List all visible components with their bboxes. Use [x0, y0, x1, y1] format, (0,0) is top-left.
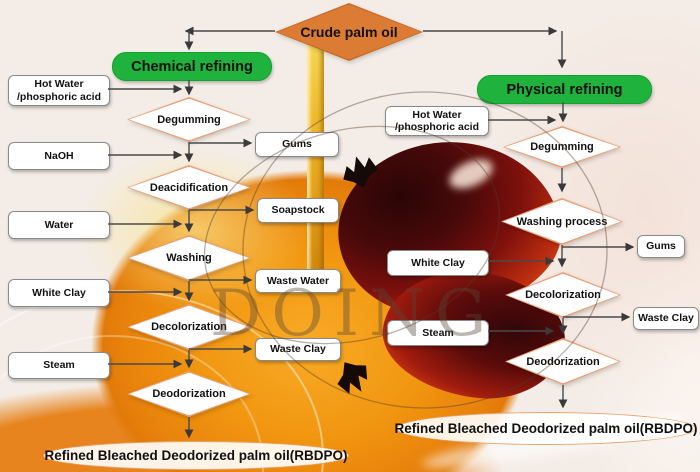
output-label: Soapstock — [271, 204, 325, 217]
result-label: Refined Bleached Deodorized palm oil(RBD… — [394, 421, 698, 436]
step-washing-process: Washing process — [501, 198, 623, 245]
output-soapstock: Soapstock — [257, 198, 339, 223]
output-label: Waste Clay — [638, 312, 694, 325]
input-label: Steam — [43, 359, 75, 372]
input-water: Water — [8, 211, 110, 239]
step-label: Washing — [166, 252, 212, 264]
input-label: NaOH — [44, 149, 74, 162]
input-white-clay-physical: White Clay — [387, 250, 489, 276]
input-hot-water-physical: Hot Water /phosphoric acid — [385, 106, 489, 136]
step-degumming-physical: Degumming — [503, 126, 621, 168]
step-label: Decolorization — [525, 289, 601, 301]
output-waste-clay-chemical: Waste Clay — [255, 338, 341, 361]
output-label: Waste Water — [266, 274, 330, 287]
input-steam-physical: Steam — [387, 320, 489, 346]
output-waste-water: Waste Water — [255, 269, 341, 293]
step-label: Decolorization — [151, 321, 227, 333]
step-decolorization-physical: Decolorization — [505, 272, 621, 318]
step-label: Deodorization — [526, 355, 600, 368]
input-label: /phosphoric acid — [16, 90, 101, 103]
node-physical-refining: Physical refining — [477, 75, 652, 104]
output-label: Gums — [646, 240, 676, 253]
output-gums-chemical: Gums — [255, 132, 339, 157]
input-label: Hot Water — [34, 78, 84, 91]
step-label: Degumming — [157, 113, 221, 126]
input-naoh: NaOH — [8, 142, 110, 170]
output-label: Gums — [282, 138, 312, 151]
input-steam-chemical: Steam — [8, 352, 110, 379]
input-hot-water-chemical: Hot Water /phosphoric acid — [8, 75, 110, 106]
node-label: Chemical refining — [131, 58, 253, 75]
input-label: White Clay — [32, 286, 86, 299]
step-washing: Washing — [127, 235, 251, 281]
output-gums-physical: Gums — [637, 235, 685, 258]
input-label: Steam — [422, 326, 454, 339]
input-label: White Clay — [411, 256, 465, 269]
step-deodorization-chemical: Deodorization — [127, 371, 251, 417]
input-label: Hot Water — [412, 108, 462, 121]
result-rbdpo-chemical: Refined Bleached Deodorized palm oil(RBD… — [43, 441, 349, 470]
result-label: Refined Bleached Deodorized palm oil(RBD… — [44, 448, 348, 463]
step-label: Degumming — [530, 141, 594, 153]
step-label: Deodorization — [152, 388, 226, 400]
input-label: /phosphoric acid — [394, 121, 479, 133]
output-label: Waste Clay — [270, 343, 326, 356]
oil-stream — [307, 40, 324, 292]
input-label: Water — [44, 218, 74, 231]
node-crude-palm-oil: Crude palm oil — [275, 3, 423, 61]
node-label: Physical refining — [506, 81, 623, 98]
step-decolorization-chemical: Decolorization — [127, 304, 251, 350]
node-chemical-refining: Chemical refining — [112, 52, 272, 81]
input-white-clay-chemical: White Clay — [8, 279, 110, 307]
result-rbdpo-physical: Refined Bleached Deodorized palm oil(RBD… — [394, 412, 698, 445]
output-waste-clay-physical: Waste Clay — [633, 307, 699, 330]
step-degumming-chemical: Degumming — [127, 97, 251, 142]
step-label: Washing process — [516, 215, 608, 228]
step-deacidification: Deacidification — [127, 165, 251, 210]
step-label: Deacidification — [149, 181, 229, 194]
step-deodorization-physical: Deodorization — [505, 338, 621, 385]
node-label: Crude palm oil — [300, 24, 398, 40]
